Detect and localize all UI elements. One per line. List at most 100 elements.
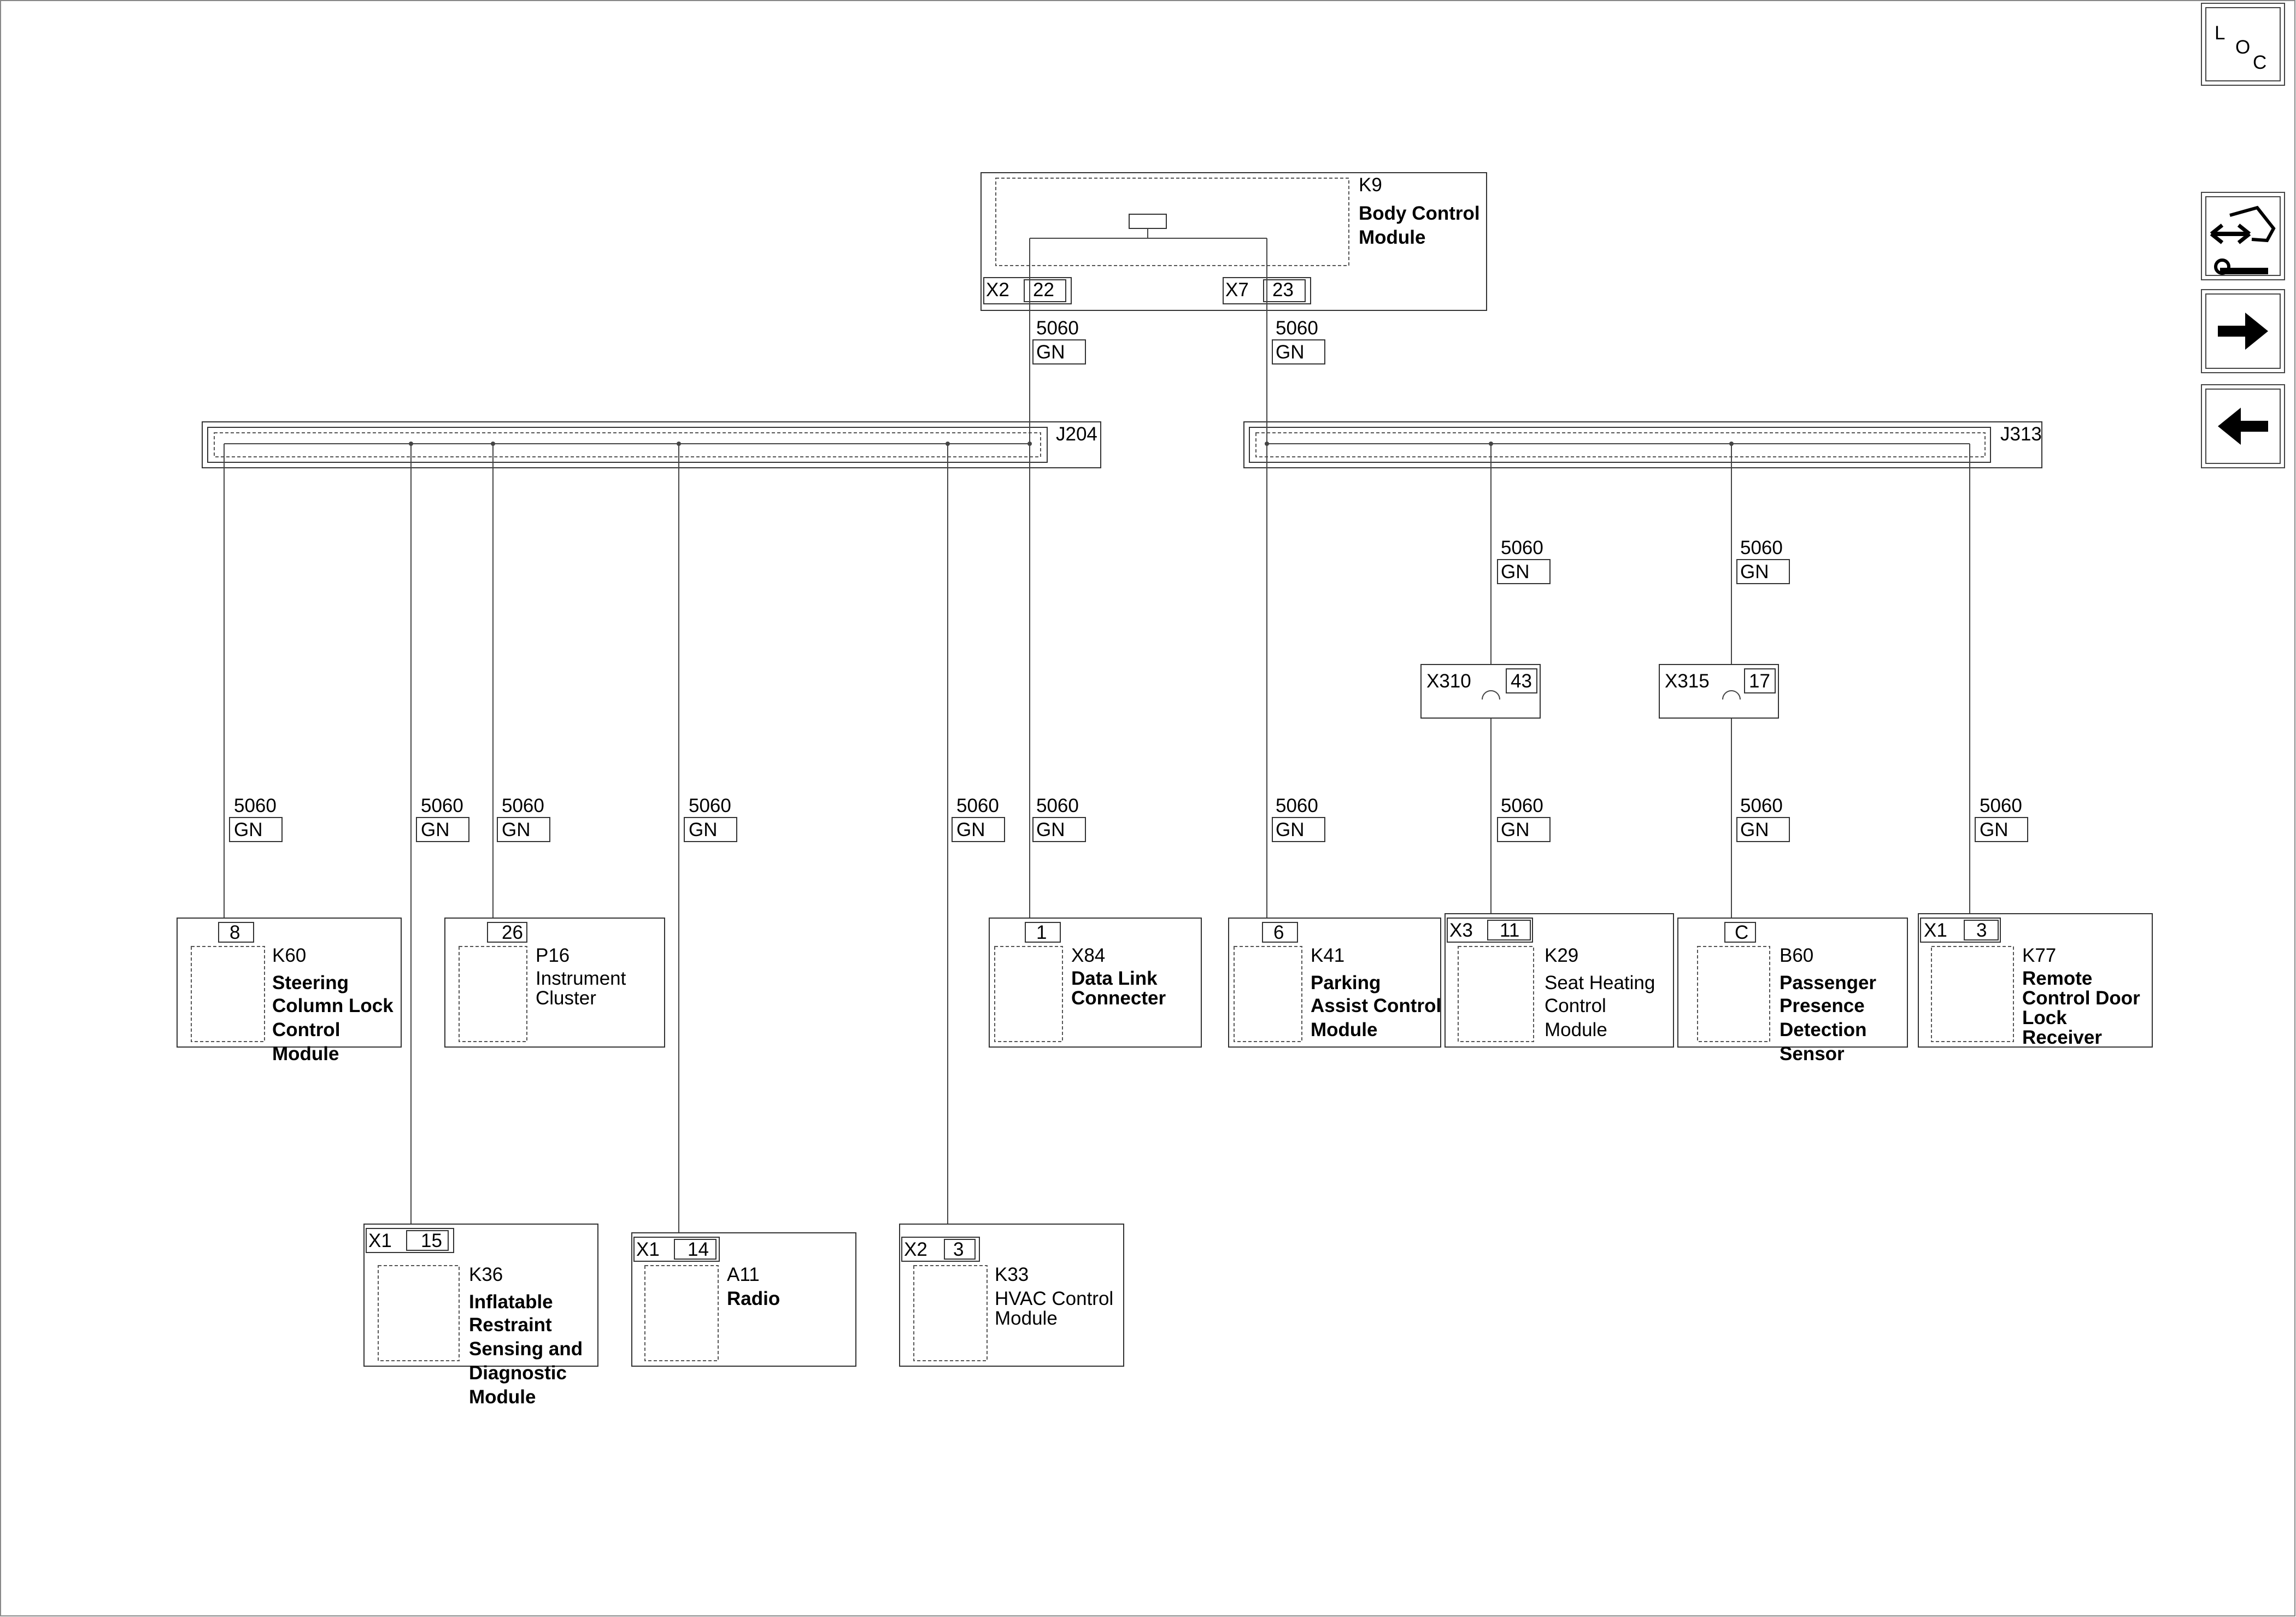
wire-label-k36: 5060 GN [416, 795, 469, 842]
x84-ref: X84 [1071, 945, 1105, 966]
wire-circuit: 5060 [1276, 795, 1318, 816]
x84-pin: 1 [1036, 922, 1047, 943]
wire-color: GN [1740, 561, 1769, 583]
wire-circuit: 5060 [1276, 317, 1318, 339]
k33-line2: Module [995, 1308, 1058, 1329]
wire-color: GN [1276, 819, 1305, 840]
module-k36: X1 15 K36 Inflatable Restraint Sensing a… [363, 1224, 598, 1408]
wire-label-b60: 5060 GN [1736, 795, 1790, 842]
a11-pin: 14 [688, 1239, 709, 1260]
wire-circuit: 5060 [1501, 537, 1543, 558]
forward-button[interactable] [2201, 289, 2285, 373]
wire-color: GN [502, 819, 531, 840]
k77-pin: 3 [1976, 920, 1987, 941]
splice-label-j204: J204 [1056, 424, 1097, 445]
wire-circuit: 5060 [1740, 795, 1783, 816]
k77-line2: Control Door [2022, 987, 2140, 1009]
module-k33: X2 3 K33 HVAC Control Module [899, 1224, 1124, 1367]
loc-letter-o: O [2235, 37, 2250, 58]
wire-color: GN [1036, 342, 1065, 363]
k77-line3: Lock [2022, 1007, 2067, 1028]
inline-conn-x310: X310 [1426, 671, 1471, 692]
k36-line4: Diagnostic [469, 1362, 567, 1384]
p16-line2: Cluster [536, 987, 596, 1009]
wire-color: GN [1036, 819, 1065, 840]
b60-line4: Sensor [1780, 1043, 1845, 1065]
inline-pin-x315: 17 [1749, 671, 1770, 692]
k33-ref: K33 [995, 1264, 1029, 1285]
loc-button[interactable]: L O C [2201, 3, 2285, 86]
wire-circuit: 5060 [1980, 795, 2022, 816]
loc-letter-l: L [2215, 22, 2225, 44]
bcm-name-line2: Module [1359, 227, 1425, 248]
k60-pin: 8 [230, 922, 240, 943]
wire-circuit: 5060 [502, 795, 544, 816]
wire-color: GN [956, 819, 985, 840]
k41-ref: K41 [1311, 945, 1344, 966]
k41-pin: 6 [1273, 922, 1284, 943]
wire-label-bcm-x2: 5060 GN [1032, 317, 1086, 364]
module-x84: 1 X84 Data Link Connecter [989, 918, 1202, 1048]
splice-label-j313: J313 [2000, 424, 2042, 445]
b60-ref: B60 [1780, 945, 1813, 966]
k29-ref: K29 [1545, 945, 1578, 966]
bcm-name-line1: Body Control [1359, 203, 1480, 224]
inline-connector-x315: X315 17 [1659, 664, 1779, 719]
module-k41: 6 K41 Parking Assist Control Module [1228, 918, 1441, 1048]
back-button[interactable] [2201, 384, 2285, 468]
wire-label-a11: 5060 GN [684, 795, 737, 842]
component-locator-icon [2210, 205, 2276, 275]
k77-line1: Remote [2022, 968, 2092, 989]
k29-pin: 11 [1500, 920, 1519, 941]
k33-conn: X2 [904, 1239, 927, 1260]
wire-label-p16: 5060 GN [497, 795, 550, 842]
wire-circuit: 5060 [689, 795, 731, 816]
x84-line1: Data Link [1071, 968, 1158, 989]
a11-ref: A11 [727, 1264, 760, 1285]
wire-label-k77: 5060 GN [1975, 795, 2028, 842]
k60-line1: Steering [272, 972, 349, 993]
component-locator-button[interactable] [2201, 192, 2285, 280]
k60-line3: Control [272, 1019, 340, 1040]
module-k29: X3 11 K29 Seat Heating Control Module [1444, 913, 1674, 1048]
k60-ref: K60 [272, 945, 306, 966]
k29-line2: Control [1545, 995, 1606, 1016]
a11-line1: Radio [727, 1288, 780, 1309]
splice-pack-j204: J204 [202, 421, 1101, 468]
module-a11: X1 14 A11 Radio [631, 1232, 856, 1367]
body-control-module-k9: K9 Body Control Module X2 22 X7 23 [980, 172, 1487, 311]
wire-color: GN [689, 819, 718, 840]
back-arrow-icon [2218, 408, 2268, 445]
inline-connector-x310: X310 43 [1420, 664, 1541, 719]
wire-label-k41: 5060 GN [1272, 795, 1325, 842]
wire-color: GN [1501, 819, 1530, 840]
module-p16: 26 P16 Instrument Cluster [444, 918, 665, 1048]
p16-line1: Instrument [536, 968, 626, 989]
k36-line1: Inflatable [469, 1291, 553, 1313]
wire-color: GN [421, 819, 450, 840]
splice-pack-j313: J313 [1243, 421, 2042, 468]
k41-line2: Assist Control [1311, 995, 1441, 1016]
module-k77: X1 3 K77 Remote Control Door Lock Receiv… [1918, 913, 2153, 1048]
wire-color: GN [1501, 561, 1530, 583]
bcm-conn-b: X7 [1225, 279, 1249, 301]
loc-letter-c: C [2253, 52, 2266, 73]
wire-label-bcm-x7: 5060 GN [1272, 317, 1325, 364]
wire-label-x315-upper: 5060 GN [1736, 537, 1790, 584]
wire-circuit: 5060 [421, 795, 463, 816]
bcm-ref: K9 [1359, 174, 1382, 196]
b60-line1: Passenger [1780, 972, 1876, 993]
k36-pin: 15 [421, 1230, 442, 1251]
k41-line1: Parking [1311, 972, 1381, 993]
b60-pin: C [1735, 922, 1748, 943]
wire-label-x84: 5060 GN [1032, 795, 1086, 842]
wire-circuit: 5060 [956, 795, 999, 816]
k36-conn: X1 [368, 1230, 392, 1251]
k33-pin: 3 [953, 1239, 964, 1260]
wire-circuit: 5060 [1036, 795, 1079, 816]
inline-conn-x315: X315 [1665, 671, 1710, 692]
k60-line2: Column Lock [272, 995, 394, 1016]
inline-pin-x310: 43 [1511, 671, 1532, 692]
p16-ref: P16 [536, 945, 569, 966]
